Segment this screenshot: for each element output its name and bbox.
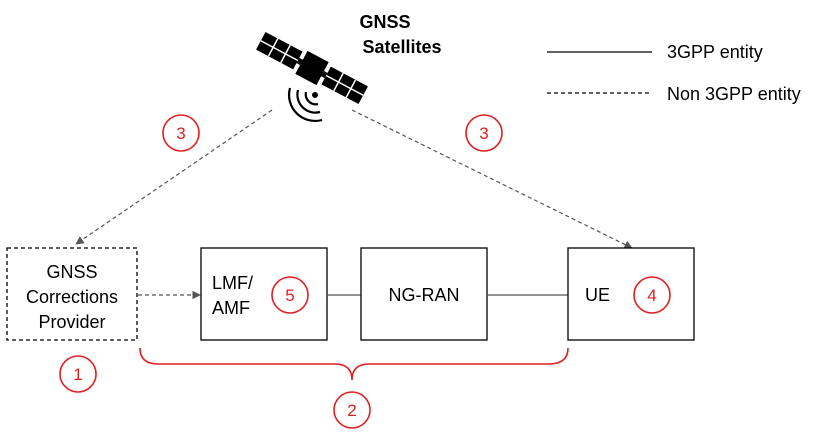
satellite-label-line2: Satellites [362, 37, 441, 57]
gnss-corrections-provider-box: GNSS Corrections Provider [6, 247, 138, 341]
lmf-label-line1: LMF/ [212, 273, 253, 293]
step-badge-1: 1 [59, 355, 97, 393]
step-badge-5: 5 [271, 276, 309, 314]
ue-label: UE [585, 285, 610, 305]
satellite-label-line1: GNSS [359, 12, 410, 32]
ngran-label: NG-RAN [389, 285, 460, 305]
legend: 3GPP entity Non 3GPP entity [547, 42, 801, 104]
provider-label-line3: Provider [38, 312, 105, 332]
svg-text:3: 3 [479, 124, 488, 143]
svg-text:3: 3 [176, 124, 185, 143]
svg-text:2: 2 [347, 401, 356, 420]
ue-box: UE [567, 247, 695, 341]
sat-to-ue-arrow [351, 109, 633, 249]
step-badge-3-right: 3 [465, 114, 503, 152]
ng-ran-box: NG-RAN [360, 247, 488, 341]
legend-dashed-label: Non 3GPP entity [667, 84, 801, 104]
svg-text:5: 5 [285, 286, 294, 305]
satellite-icon [256, 31, 368, 123]
svg-text:4: 4 [647, 286, 656, 305]
lmf-label-line2: AMF [212, 298, 250, 318]
step-badge-3-left: 3 [162, 114, 200, 152]
sat-to-provider-arrow [75, 109, 273, 245]
step-badge-4: 4 [633, 276, 671, 314]
provider-label-line2: Corrections [26, 287, 118, 307]
curly-brace [139, 347, 569, 381]
svg-text:1: 1 [73, 365, 82, 384]
provider-label-line1: GNSS [46, 262, 97, 282]
legend-solid-label: 3GPP entity [667, 42, 763, 62]
step-badge-2: 2 [333, 391, 371, 429]
